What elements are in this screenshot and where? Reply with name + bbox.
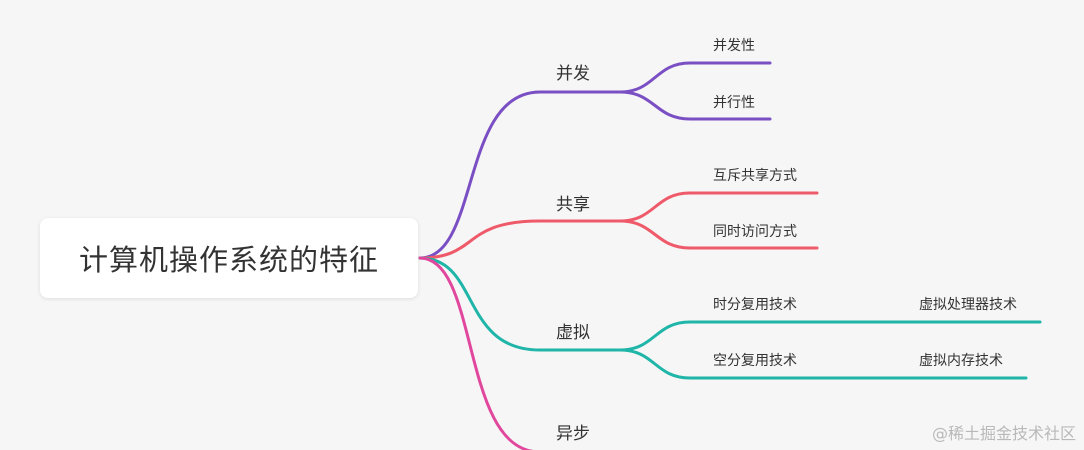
edge-root-virtual [418,256,622,352]
leaf-label-virtual-2[interactable]: 空分复用技术 [713,353,797,369]
edge-concurrency-1 [618,61,772,94]
branch-label-async[interactable]: 异步 [556,424,590,444]
leaf-label-virtual-2-1[interactable]: 虚拟内存技术 [919,353,1003,369]
edge-root-sharing [418,219,622,260]
edge-virtual-2 [618,348,902,380]
leaf-label-virtual-1-1[interactable]: 虚拟处理器技术 [919,297,1017,313]
watermark: @稀土掘金技术社区 [931,424,1076,443]
leaf-label-concurrency-1[interactable]: 并发性 [713,38,755,54]
edge-sharing-2 [618,219,819,250]
root-node-label: 计算机操作系统的特征 [78,243,379,277]
branch-label-virtual[interactable]: 虚拟 [556,323,590,343]
leaf-label-sharing-2[interactable]: 同时访问方式 [713,224,797,240]
edge-root-concurrency [418,90,622,260]
root-node[interactable]: 计算机操作系统的特征 [40,218,418,298]
edge-virtual-1 [618,320,902,352]
leaf-label-concurrency-2[interactable]: 并行性 [713,95,755,111]
edge-concurrency-2 [618,90,772,121]
branch-label-concurrency[interactable]: 并发 [556,64,590,84]
edge-sharing-1 [618,191,819,223]
branch-label-sharing[interactable]: 共享 [556,195,590,215]
leaf-label-virtual-1[interactable]: 时分复用技术 [713,297,797,313]
leaf-label-sharing-1[interactable]: 互斥共享方式 [713,168,797,184]
edge-root-async [418,256,537,450]
